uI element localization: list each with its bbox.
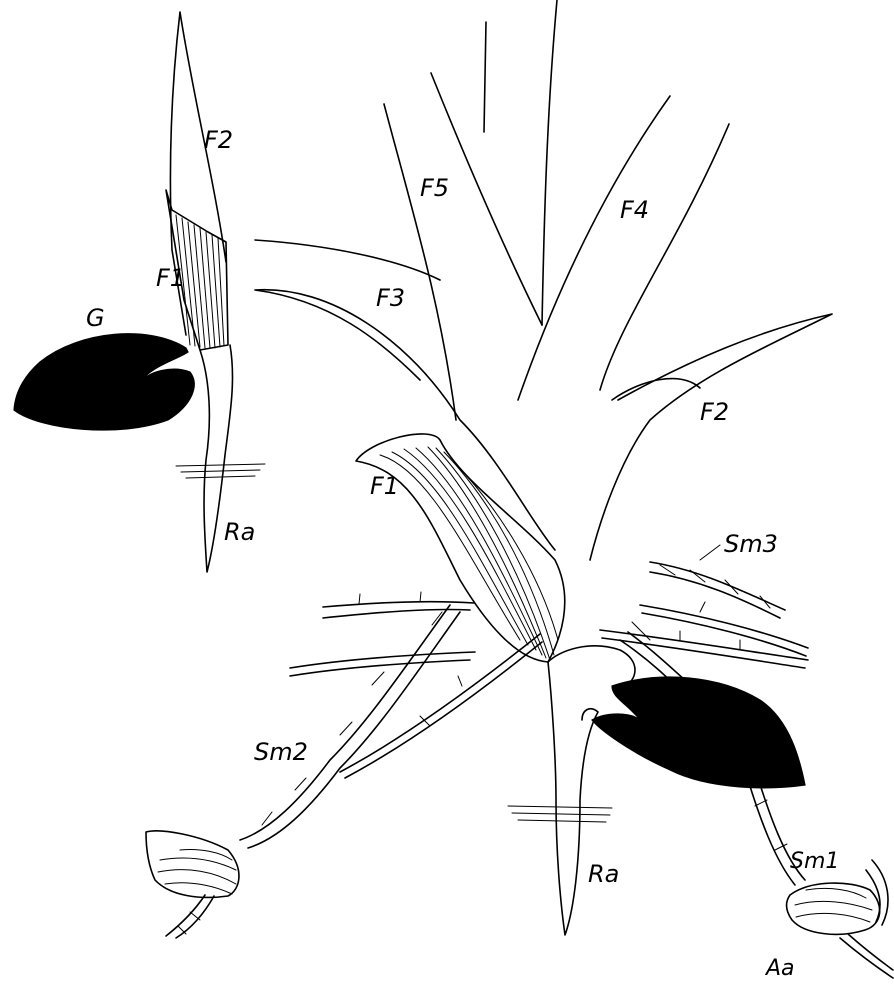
main-leaf-f1-sheath [356,434,565,662]
left-label-g: G [86,304,105,332]
main-leaf-f3 [255,290,555,550]
main-label-g: G [760,714,779,742]
main-stolon-sm2 [240,605,460,848]
main-plant [146,0,893,978]
main-label-f2: F2 [700,398,729,426]
main-label-f1: F1 [370,472,399,500]
main-label-sm2: Sm2 [254,738,308,766]
main-leaf-stalk [484,0,557,325]
main-soil-line [508,806,612,822]
main-leaf-f4 [518,96,729,400]
left-label-f1: F1 [156,264,185,292]
main-label-f3: F3 [376,284,405,312]
main-bulb-sm2 [146,831,239,938]
left-seedling [14,12,265,572]
left-soil-line [176,464,265,478]
main-label-f5: F5 [420,174,449,202]
main-leaf-f2 [590,314,832,560]
main-label-sm3: Sm3 [724,530,778,558]
labels: F2 F1 G Ra F5 F4 F3 F2 F1 Sm3 Sm2 G Sm1 … [86,126,839,981]
main-leaf-left-upper [255,240,440,280]
main-label-aa: Aa [764,956,795,981]
main-label-sm1: Sm1 [790,849,839,874]
left-label-f2: F2 [204,126,233,154]
main-roots-left [290,592,542,778]
main-label-ra: Ra [588,860,619,888]
left-cotyledon-g [14,334,194,430]
main-label-f4: F4 [620,196,649,224]
main-root-ra [548,662,598,935]
left-label-ra: Ra [224,518,255,546]
